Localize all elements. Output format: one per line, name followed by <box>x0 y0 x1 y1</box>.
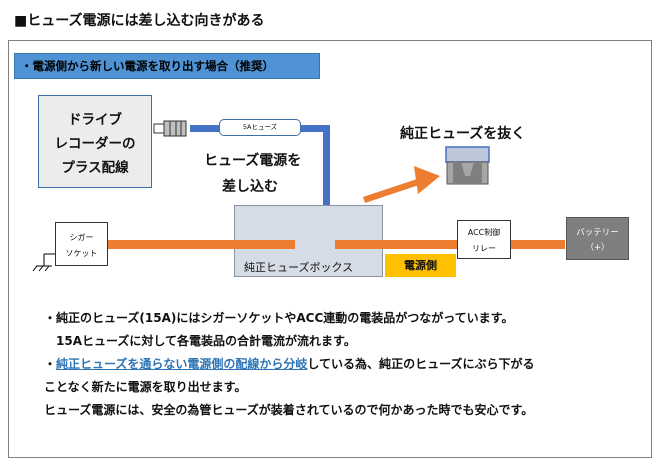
section-label: ・電源側から新しい電源を取り出す場合（推奨） <box>14 53 320 79</box>
fuse-power-wire-vertical <box>323 125 330 225</box>
acc-relay-box: ACC制御 リレー <box>457 220 511 259</box>
note-line-3: ・純正ヒューズを通らない電源側の配線から分岐している為、純正のヒューズにぶら下が… <box>44 355 534 372</box>
note-line-2: 15Aヒューズに対して各電装品の合計電流が流れます。 <box>56 334 356 348</box>
insert-caption-line-2: 差し込む <box>222 179 278 195</box>
fusebox-wire-overlay <box>234 240 383 249</box>
wire-connector-plug <box>153 120 187 137</box>
recorder-line-2: レコーダーの <box>54 136 136 152</box>
page-title: ■ヒューズ電源には差し込む向きがある <box>14 13 265 29</box>
remove-fuse-caption: 純正ヒューズを抜く <box>400 126 526 142</box>
power-side-label: 電源側 <box>385 254 456 277</box>
fuse-box-label: 純正ヒューズボックス <box>244 261 354 274</box>
cigar-socket-box: シガー ソケット <box>55 222 108 266</box>
battery-box: バッテリー （+） <box>566 217 629 260</box>
cigar-line-1: シガー <box>69 233 94 242</box>
removed-fuse <box>445 146 490 185</box>
remove-arrow <box>363 166 440 203</box>
recorder-line-1: ドライブ <box>68 112 122 128</box>
note-line-1: ・純正のヒューズ(15A)にはシガーソケットやACC連動の電装品がつながっていま… <box>44 311 514 325</box>
note-line-4: ことなく新たに電源を取り出せます。 <box>44 380 247 394</box>
insert-caption-line-1: ヒューズ電源を <box>204 153 302 169</box>
battery-line-1: バッテリー <box>576 228 619 238</box>
note-line-5: ヒューズ電源には、安全の為管ヒューズが装着されているので何かあった時でも安心です… <box>44 403 534 417</box>
ground-symbol <box>32 253 55 272</box>
drive-recorder-box: ドライブ レコーダーの プラス配線 <box>38 95 152 188</box>
fuse-5a-label: 5Aヒューズ <box>219 119 301 136</box>
acc-line-2: リレー <box>472 244 496 253</box>
note-line-3-prefix: ・ <box>44 357 57 371</box>
acc-line-1: ACC制御 <box>467 228 501 237</box>
note-line-3-suffix: している為、純正のヒューズにぶら下がる <box>307 357 535 371</box>
diagram-frame <box>8 40 652 458</box>
cigar-line-2: ソケット <box>65 249 98 258</box>
note-highlight: 純正ヒューズを通らない電源側の配線から分岐 <box>56 357 308 371</box>
battery-line-2: （+） <box>585 243 610 253</box>
recorder-line-3: プラス配線 <box>61 160 129 176</box>
